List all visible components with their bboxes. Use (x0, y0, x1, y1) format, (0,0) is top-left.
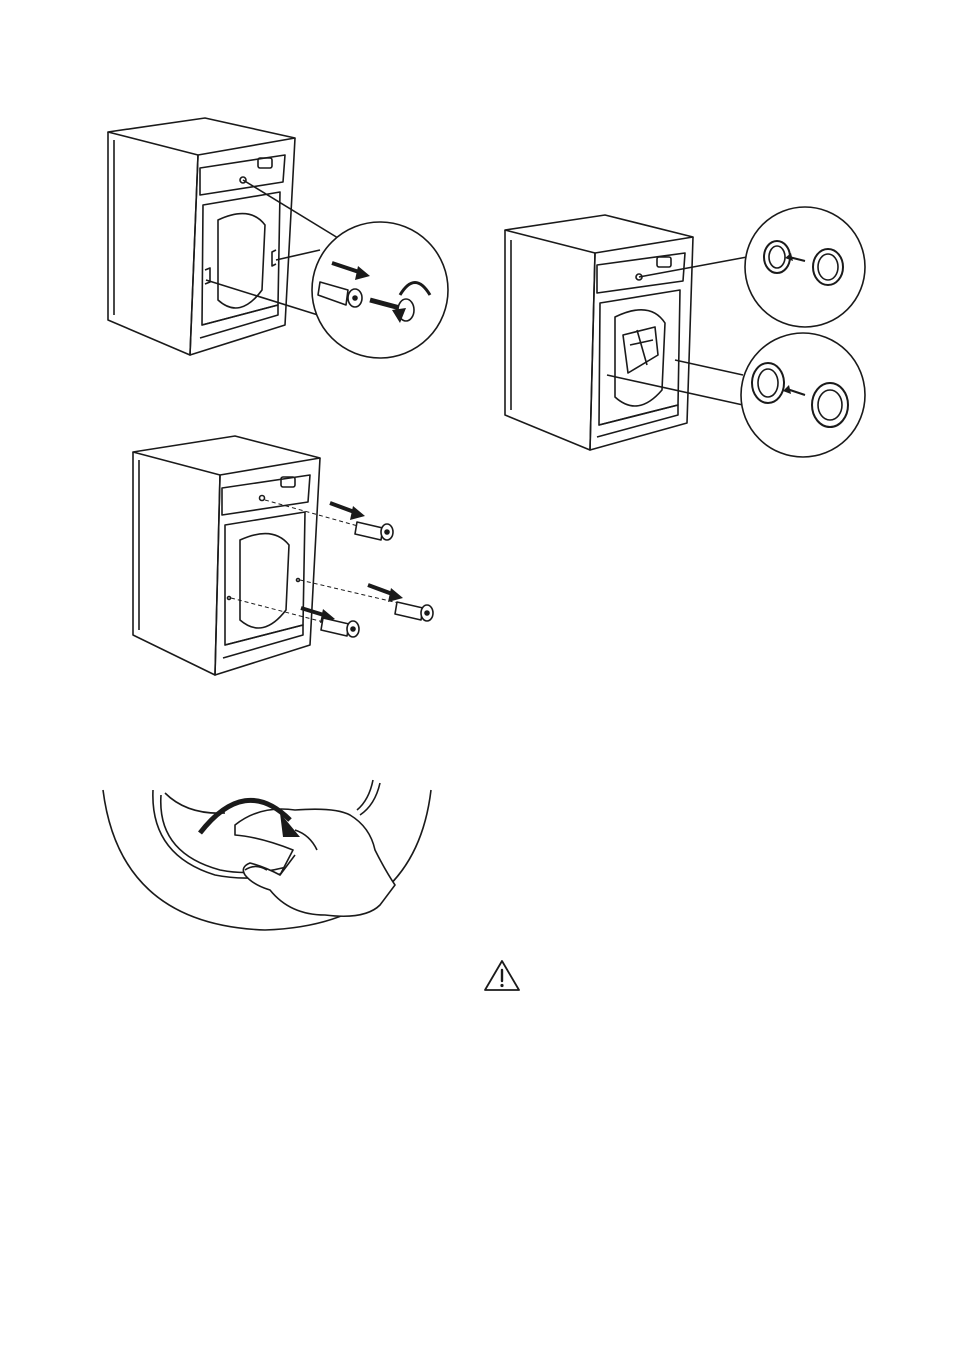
insert-plastic-caps-illustration (495, 205, 875, 465)
warning-triangle-icon (482, 958, 522, 994)
rotate-drum-hand-illustration (95, 775, 440, 935)
remove-transit-bolts-illustration (100, 110, 460, 370)
pull-out-spacers-illustration (125, 430, 445, 680)
